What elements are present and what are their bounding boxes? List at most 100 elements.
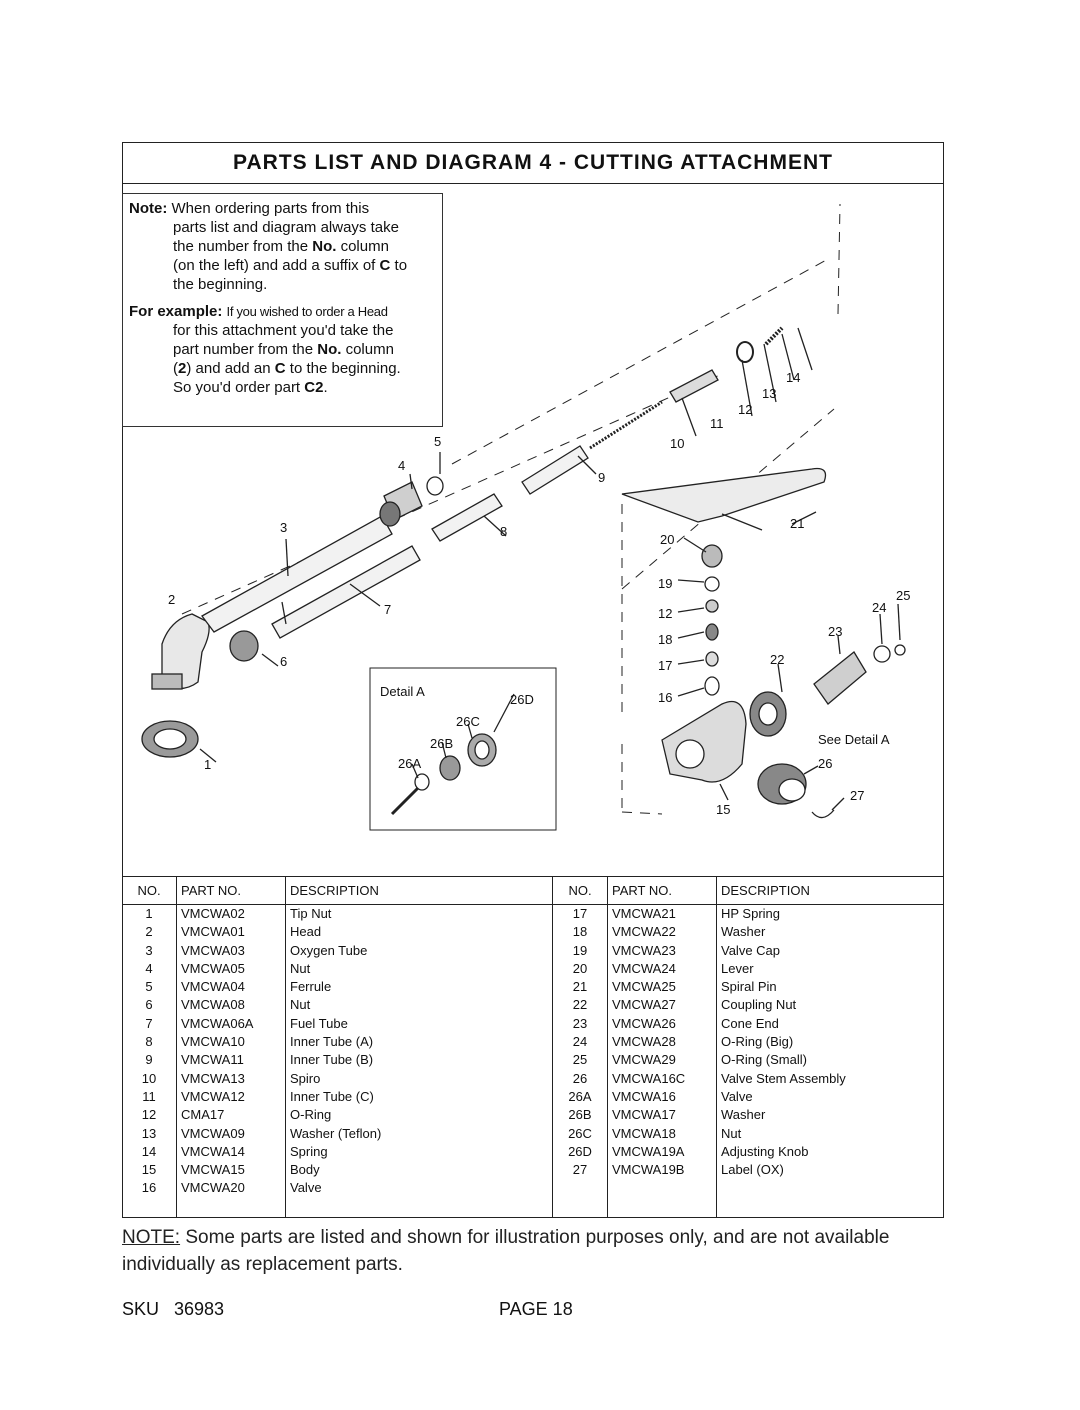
example-line: to the beginning. (289, 360, 401, 377)
part-no-cell: 26 (552, 1069, 608, 1088)
example-line: If you wished to order a Head (226, 304, 388, 319)
note-line: column (340, 238, 389, 255)
col-part-no: PART NO. (176, 876, 286, 905)
callout-15: 15 (716, 802, 730, 817)
example-no-ref: No. (317, 341, 342, 358)
callout-11: 11 (710, 416, 724, 431)
description-cell: Spiro (285, 1069, 553, 1088)
description-cell: O-Ring (Small) (716, 1051, 944, 1070)
part-number-cell: VMCWA10 (176, 1033, 286, 1052)
callout-18: 18 (658, 632, 672, 647)
part-no-cell: 26C (552, 1124, 608, 1143)
description-cell: HP Spring (716, 904, 944, 924)
part-no-cell: 17 (552, 904, 608, 924)
part-number-cell: VMCWA03 (176, 941, 286, 960)
description-cell: Adjusting Knob (716, 1142, 944, 1162)
note-line: When ordering parts from this (171, 200, 370, 217)
example-period: . (323, 379, 328, 396)
example-line: for this attachment you'd take the (173, 322, 394, 339)
callout-7: 7 (384, 602, 391, 617)
empty-cell (716, 1197, 944, 1218)
note-label: NOTE: (122, 1227, 181, 1248)
part-number-cell: VMCWA05 (176, 959, 286, 979)
callout-13: 13 (762, 386, 776, 401)
part-no-cell: 10 (141, 1070, 157, 1086)
page-title: PARTS LIST AND DIAGRAM 4 - CUTTING ATTAC… (122, 142, 944, 184)
description-cell: Head (285, 923, 553, 942)
part-number-cell: VMCWA25 (607, 978, 717, 997)
ordering-note: Note: When ordering parts from this part… (122, 193, 443, 427)
description-cell (716, 1179, 944, 1198)
part-number-cell: CMA17 (176, 1106, 286, 1125)
part-number-cell: VMCWA09 (176, 1124, 286, 1143)
callout-22: 22 (770, 652, 784, 667)
detail-a-box (369, 667, 557, 831)
table-header: NO. PART NO. DESCRIPTION NO. PART NO. DE… (122, 876, 944, 905)
note-no-ref: No. (312, 238, 337, 255)
part-no-cell: 25 (552, 1051, 608, 1070)
part-number-cell: VMCWA21 (607, 904, 717, 924)
part-no-cell: 15 (141, 1162, 157, 1178)
part-no-cell: 16 (141, 1180, 157, 1196)
note-c-ref: C (379, 257, 391, 274)
part-number-cell: VMCWA12 (176, 1087, 286, 1107)
part-number-cell: VMCWA02 (176, 904, 286, 924)
callout-24: 24 (872, 600, 886, 615)
part-number-cell: VMCWA23 (607, 941, 717, 960)
description-cell: Cone End (716, 1014, 944, 1034)
description-cell: Inner Tube (C) (285, 1087, 553, 1107)
description-cell: Oxygen Tube (285, 941, 553, 960)
description-cell: Nut (716, 1124, 944, 1143)
description-cell: Valve Cap (716, 941, 944, 960)
description-cell: Valve (716, 1087, 944, 1107)
part-no-cell: 13 (141, 1125, 157, 1141)
part-number-cell: VMCWA01 (176, 923, 286, 942)
callout-26b: 26B (430, 736, 453, 751)
description-cell: Spring (285, 1142, 553, 1162)
part-number-cell: VMCWA29 (607, 1051, 717, 1070)
part-no-cell: 19 (552, 941, 608, 960)
part-number-cell: VMCWA13 (176, 1069, 286, 1088)
description-cell: Washer (716, 923, 944, 942)
description-cell: Washer (Teflon) (285, 1124, 553, 1143)
part-number-cell: VMCWA17 (607, 1106, 717, 1125)
part-no-cell: 24 (552, 1033, 608, 1052)
part-no-cell: 5 (145, 979, 153, 995)
part-no-cell: 11 (142, 1088, 156, 1104)
callout-23: 23 (828, 624, 842, 639)
example-c-ref: C (274, 360, 286, 377)
callout-16: 16 (658, 690, 672, 705)
col-description: DESCRIPTION (716, 876, 944, 905)
callout-2: 2 (168, 592, 175, 607)
callout-12: 12 (738, 402, 752, 417)
description-cell: Tip Nut (285, 904, 553, 924)
callout-27: 27 (850, 788, 864, 803)
description-cell: Valve Stem Assembly (716, 1069, 944, 1088)
callout-5: 5 (434, 434, 441, 449)
callout-25: 25 (896, 588, 910, 603)
example-2-ref: 2 (178, 360, 187, 377)
part-no-cell: 26A (552, 1087, 608, 1107)
note-line: parts list and diagram always take (173, 219, 399, 236)
page-number: PAGE 18 (499, 1299, 573, 1319)
part-no-cell: 27 (552, 1161, 608, 1180)
sku-label: SKU 36983 (122, 1299, 225, 1319)
part-number-cell: VMCWA15 (176, 1161, 286, 1180)
part-no-cell: 7 (145, 1015, 153, 1031)
part-no-cell: 23 (552, 1014, 608, 1034)
description-cell: Ferrule (285, 978, 553, 997)
part-number-cell: VMCWA19A (607, 1142, 717, 1162)
part-number-cell: VMCWA04 (176, 978, 286, 997)
detail-a-label: Detail A (380, 684, 425, 699)
part-number-cell: VMCWA24 (607, 959, 717, 979)
